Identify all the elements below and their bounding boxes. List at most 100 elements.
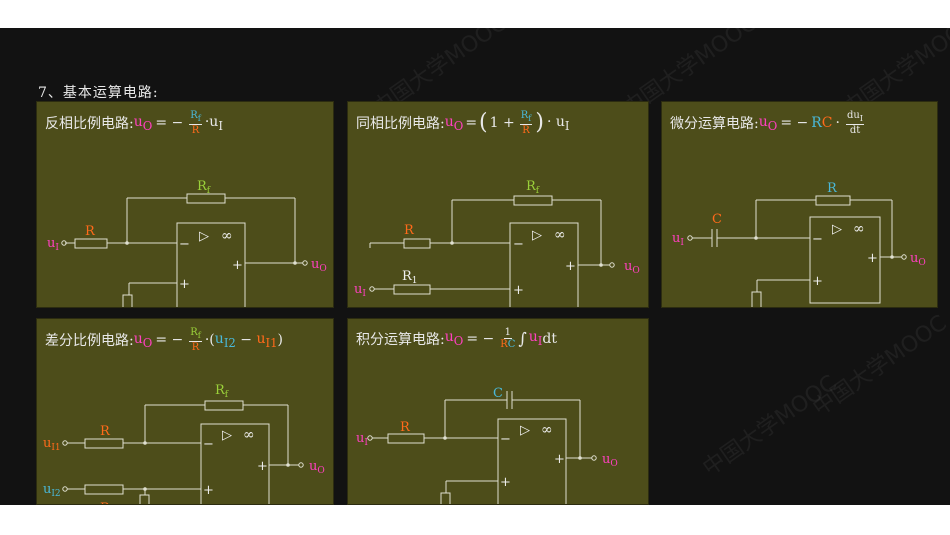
formula-fraction: Rf R bbox=[519, 110, 533, 136]
opamp-infinity: ∞ bbox=[554, 227, 566, 243]
label-r1: R1 bbox=[402, 269, 418, 286]
circuit-inverting: uI R Rf − + + ▷ ∞ uO R′ bbox=[47, 179, 327, 307]
formula-ui1: uI1 bbox=[256, 330, 278, 350]
label-input: uI bbox=[672, 231, 684, 248]
label-r: R bbox=[404, 223, 415, 238]
formula-fraction: Rf R bbox=[189, 110, 202, 136]
formula-eq: = − bbox=[466, 330, 495, 347]
formula-output: uO bbox=[133, 113, 153, 133]
panel-differentiator: 微分运算电路: uO = − R C · duI dt bbox=[661, 101, 938, 308]
panel-title: 反相比例电路: bbox=[45, 116, 134, 132]
formula-dot: · bbox=[835, 115, 840, 131]
formula-output: uO bbox=[444, 113, 464, 133]
formula-lparen: ( bbox=[479, 110, 488, 135]
opamp-plus: + bbox=[513, 283, 524, 298]
label-input-2: uI2 bbox=[43, 482, 61, 499]
formula-input: uI bbox=[528, 329, 543, 348]
circuit-noninverting: uI R R1 Rf − + + ▷ ∞ uO bbox=[354, 179, 640, 307]
formula-eq: = − bbox=[780, 115, 809, 131]
opamp-out-plus: + bbox=[232, 258, 243, 273]
panel-integrator: 积分运算电路: uO = − 1 RC ∫ uI dt bbox=[347, 318, 649, 505]
formula-eq: = − bbox=[155, 115, 184, 131]
circuit-differentiator: uI C R − + + ▷ ∞ uO R′ bbox=[672, 181, 926, 307]
formula-fraction: 1 RC bbox=[500, 327, 516, 350]
opamp-plus: + bbox=[500, 475, 511, 490]
opamp-minus: − bbox=[812, 232, 823, 247]
formula-output: uO bbox=[133, 330, 153, 350]
formula-minus: − bbox=[235, 332, 257, 348]
opamp-out-plus: + bbox=[554, 452, 565, 467]
watermark: 中国大学MOOC bbox=[808, 310, 950, 422]
formula-ui2: uI2 bbox=[214, 330, 236, 350]
circuit-differential: uI1 uI2 R R Rf Rf − + + ▷ ∞ uO bbox=[43, 383, 325, 505]
formula-output: uO bbox=[444, 329, 464, 348]
panel-title: 差分比例电路: bbox=[45, 333, 134, 349]
label-output: uO bbox=[311, 257, 327, 274]
label-r-bottom: R bbox=[100, 501, 111, 505]
opamp-minus: − bbox=[179, 237, 190, 252]
label-c: C bbox=[493, 386, 503, 401]
opamp-infinity: ∞ bbox=[221, 228, 233, 244]
formula-fraction: Rf R bbox=[189, 327, 202, 353]
label-input-1: uI1 bbox=[43, 436, 61, 453]
formula-tail: · uI bbox=[546, 113, 570, 133]
formula-noninverting: 同相比例电路: uO = ( 1 + Rf R ) · uI bbox=[356, 110, 569, 136]
label-output: uO bbox=[602, 452, 618, 469]
formula-rparen: ) bbox=[535, 110, 544, 135]
label-input: uI bbox=[356, 431, 368, 448]
formula-eq: = bbox=[465, 115, 478, 131]
label-r-top: R bbox=[100, 424, 111, 439]
label-c: C bbox=[712, 212, 722, 227]
label-rf: Rf bbox=[215, 383, 229, 400]
formula-close: ) bbox=[277, 332, 284, 348]
label-output: uO bbox=[309, 459, 325, 476]
opamp-out-plus: + bbox=[565, 259, 576, 274]
label-output: uO bbox=[910, 251, 926, 268]
opamp-plus: + bbox=[812, 274, 823, 289]
opamp-triangle: ▷ bbox=[520, 423, 530, 438]
formula-c: C bbox=[821, 115, 833, 131]
label-rf: Rf bbox=[526, 179, 540, 196]
label-r: R bbox=[85, 224, 96, 239]
label-r: R bbox=[400, 420, 411, 435]
slide-area: 中国大学MOOC 中国大学MOOC 中国大学MOOC 中国大学MOOC 中国大学… bbox=[0, 28, 950, 505]
panel-differential: 差分比例电路: uO = − Rf R ·( uI2 − uI1 ) bbox=[36, 318, 334, 505]
opamp-triangle: ▷ bbox=[832, 222, 842, 237]
panel-title: 积分运算电路: bbox=[356, 331, 445, 348]
opamp-infinity: ∞ bbox=[243, 427, 255, 443]
opamp-minus: − bbox=[500, 432, 511, 447]
panel-noninverting: 同相比例电路: uO = ( 1 + Rf R ) · uI bbox=[347, 101, 649, 308]
formula-dt: dt bbox=[542, 330, 557, 347]
opamp-out-plus: + bbox=[257, 459, 268, 474]
formula-r: R bbox=[811, 115, 822, 131]
formula-eq: = − bbox=[155, 332, 184, 348]
label-output: uO bbox=[624, 259, 640, 276]
formula-mid: ·( bbox=[204, 332, 215, 348]
label-r: R bbox=[827, 181, 838, 196]
formula-one: 1 + bbox=[489, 115, 515, 131]
opamp-triangle: ▷ bbox=[532, 228, 542, 243]
label-rf: Rf bbox=[197, 179, 211, 196]
opamp-triangle: ▷ bbox=[199, 229, 209, 244]
formula-fraction: duI dt bbox=[845, 110, 865, 136]
opamp-infinity: ∞ bbox=[541, 422, 553, 438]
label-input: uI bbox=[354, 282, 366, 299]
panel-title: 同相比例电路: bbox=[356, 116, 445, 132]
formula-integrator: 积分运算电路: uO = − 1 RC ∫ uI dt bbox=[356, 327, 557, 350]
circuit-integrator: uI R C − + + ▷ ∞ uO R′ bbox=[356, 386, 618, 504]
opamp-out-plus: + bbox=[867, 251, 878, 266]
opamp-plus: + bbox=[179, 277, 190, 292]
formula-integral: ∫ bbox=[518, 329, 527, 348]
panel-inverting: 反相比例电路: uO = − Rf R ·uI bbox=[36, 101, 334, 308]
opamp-triangle: ▷ bbox=[222, 428, 232, 443]
opamp-minus: − bbox=[513, 237, 524, 252]
formula-tail: ·uI bbox=[204, 113, 223, 133]
panel-title: 微分运算电路: bbox=[670, 116, 759, 132]
formula-output: uO bbox=[758, 113, 778, 133]
opamp-minus: − bbox=[203, 437, 214, 452]
formula-differentiator: 微分运算电路: uO = − R C · duI dt bbox=[670, 110, 867, 136]
watermark: 中国大学MOOC bbox=[698, 370, 842, 482]
formula-inverting: 反相比例电路: uO = − Rf R ·uI bbox=[45, 110, 223, 136]
section-heading: 7、基本运算电路: bbox=[38, 85, 159, 101]
label-input: uI bbox=[47, 236, 59, 253]
